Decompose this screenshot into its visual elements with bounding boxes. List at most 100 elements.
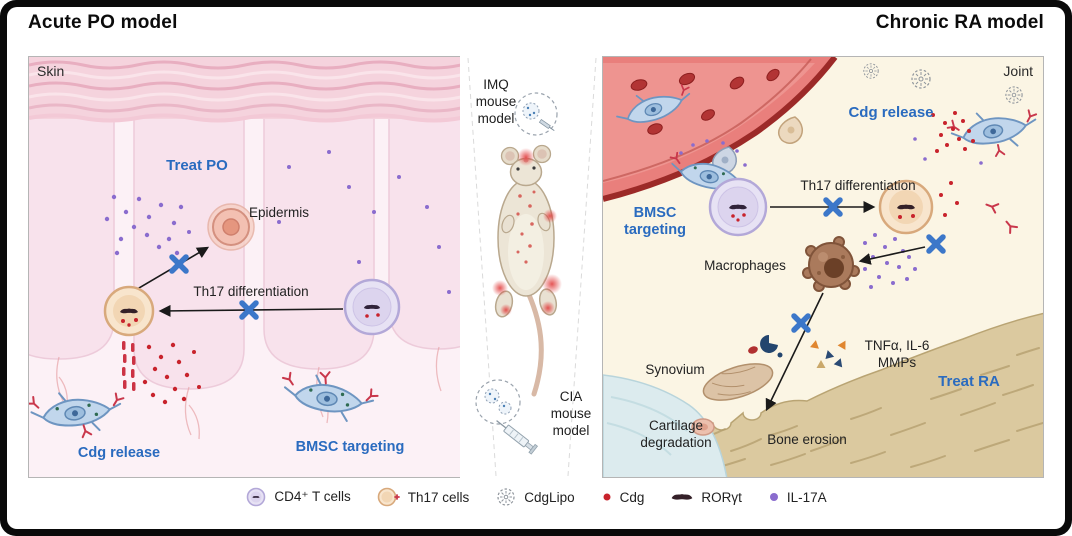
antibody-icon bbox=[995, 143, 1006, 157]
title-chronic-ra: Chronic RA model bbox=[875, 12, 1044, 33]
legend-item-cdg: Cdg bbox=[601, 487, 644, 507]
cia-model-label: CIA mouse model bbox=[550, 389, 592, 438]
synovium bbox=[702, 363, 774, 401]
arrow-to-bone-erosion bbox=[765, 292, 824, 412]
block-x-differentiation bbox=[239, 300, 259, 320]
legend-item-cd4: CD4⁺ T cells bbox=[245, 487, 351, 507]
antibody-icon bbox=[680, 84, 690, 96]
cdglipo-icon bbox=[484, 388, 500, 404]
block-x-epidermis bbox=[169, 254, 189, 274]
cdg-icon bbox=[603, 493, 611, 501]
antibody-icon bbox=[365, 388, 379, 402]
cytokines-label: TNFα, IL-6 MMPs bbox=[849, 337, 945, 371]
roryt-icon bbox=[363, 304, 381, 310]
skin-region-label: Skin bbox=[37, 63, 65, 79]
antibody-icon bbox=[81, 424, 93, 439]
antibody-icon bbox=[946, 119, 960, 131]
title-acute-po: Acute PO model bbox=[28, 12, 178, 33]
arrow-to-macrophage bbox=[858, 246, 926, 265]
red-blood-cells bbox=[630, 68, 780, 135]
mouse-models-illustration bbox=[467, 57, 597, 477]
cdg-release-label: Cdg release bbox=[848, 104, 934, 121]
legend-label: CD4⁺ T cells bbox=[274, 489, 351, 504]
joint-illustration bbox=[603, 57, 1043, 477]
roryt-icon bbox=[672, 494, 693, 500]
bmsc-cell bbox=[281, 371, 379, 422]
antibody-icon bbox=[112, 392, 125, 407]
panel-mouse-models: IMQ mouse model CIA mouse model bbox=[460, 56, 604, 478]
cdglipo-icon bbox=[498, 401, 512, 415]
syringe-icon bbox=[538, 118, 555, 132]
il17a-dots bbox=[863, 233, 917, 289]
antibody-icon bbox=[319, 371, 331, 385]
fold-lines bbox=[467, 57, 597, 477]
receptor-dots bbox=[679, 139, 747, 167]
epidermis-band bbox=[29, 57, 461, 123]
panel-joint: Joint BMSC targeting Cdg release Th17 di… bbox=[602, 56, 1044, 478]
cdglipo-icon bbox=[522, 102, 540, 120]
legend: CD4⁺ T cells Th17 cells CdgLipo bbox=[0, 487, 1072, 507]
legend-label: CdgLipo bbox=[524, 489, 575, 505]
macrophages-label: Macrophages bbox=[704, 258, 786, 273]
epidermis-cell bbox=[207, 203, 255, 251]
dermis-lobes bbox=[29, 116, 461, 390]
block-x-differentiation bbox=[823, 197, 843, 217]
mmps-text: MMPs bbox=[877, 355, 917, 370]
cdg-release-label: Cdg release bbox=[77, 445, 161, 461]
bmsc-cell bbox=[946, 109, 1038, 157]
antibody-icon bbox=[281, 371, 294, 386]
legend-item-roryt: RORγt bbox=[670, 487, 742, 507]
antibody-icon bbox=[1005, 220, 1019, 234]
arrow-th17-to-epidermis bbox=[126, 246, 210, 296]
roryt-icon bbox=[120, 308, 138, 314]
th17-differentiation-label: Th17 differentiation bbox=[800, 178, 916, 193]
tnf-il6-text: TNFα, IL-6 bbox=[864, 338, 930, 353]
cdg-dots bbox=[931, 111, 975, 153]
il17a-dots bbox=[104, 150, 451, 294]
treat-po-label: Treat PO bbox=[166, 157, 228, 174]
legend-item-il17a: IL-17A bbox=[768, 487, 827, 507]
mmp-enzyme-icon bbox=[748, 335, 783, 358]
cartilage bbox=[603, 374, 728, 477]
antibody-icon bbox=[985, 203, 1000, 214]
cytokine-triangles bbox=[810, 340, 846, 368]
bmsc-targeting-label: BMSC targeting bbox=[295, 439, 405, 455]
th17-differentiation-label: Th17 differentiation bbox=[193, 284, 309, 299]
legend-label: IL-17A bbox=[786, 489, 827, 505]
cd4-t-cell bbox=[708, 177, 768, 237]
mouse-tail bbox=[523, 285, 544, 397]
legend-item-th17: Th17 cells bbox=[377, 487, 470, 507]
legend-label: RORγt bbox=[701, 489, 742, 505]
cd4-t-cell-icon bbox=[247, 487, 266, 507]
imq-model-label: IMQ mouse model bbox=[475, 77, 517, 126]
cdglipo-icon bbox=[911, 69, 931, 89]
epidermis-label: Epidermis bbox=[249, 205, 310, 220]
legend-item-cdglipo: CdgLipo bbox=[495, 487, 575, 507]
cdglipo-icon bbox=[863, 63, 879, 79]
il17a-icon bbox=[769, 493, 778, 501]
block-x-il17 bbox=[926, 234, 946, 254]
th17-cell-icon bbox=[377, 487, 400, 507]
capillaries bbox=[56, 346, 442, 440]
antibody-icon bbox=[1026, 109, 1038, 123]
bmsc-cell bbox=[616, 84, 691, 123]
synovium-label: Synovium bbox=[645, 362, 705, 377]
cdg-dots bbox=[939, 181, 959, 217]
cd4-t-cell bbox=[343, 278, 401, 336]
il17a-dots bbox=[913, 137, 983, 165]
th17-cell bbox=[878, 179, 934, 235]
cartilage-degradation-label: Cartilage degradation bbox=[640, 418, 712, 450]
macrophage bbox=[802, 236, 860, 292]
joint-region-label: Joint bbox=[1003, 63, 1033, 79]
mouse-illustration bbox=[492, 144, 562, 397]
roryt-icon bbox=[729, 204, 747, 210]
bmsc-cell bbox=[29, 392, 125, 439]
bone-erosion-label: Bone erosion bbox=[767, 432, 847, 447]
panel-skin: Skin Treat PO Epidermis Th17 differentia… bbox=[28, 56, 462, 478]
imq-injection-badge bbox=[514, 92, 558, 136]
skin-lesion-dots bbox=[516, 190, 536, 264]
th17-cell bbox=[103, 285, 155, 337]
syringe-icon bbox=[496, 420, 539, 455]
legend-label: Th17 cells bbox=[407, 489, 470, 505]
